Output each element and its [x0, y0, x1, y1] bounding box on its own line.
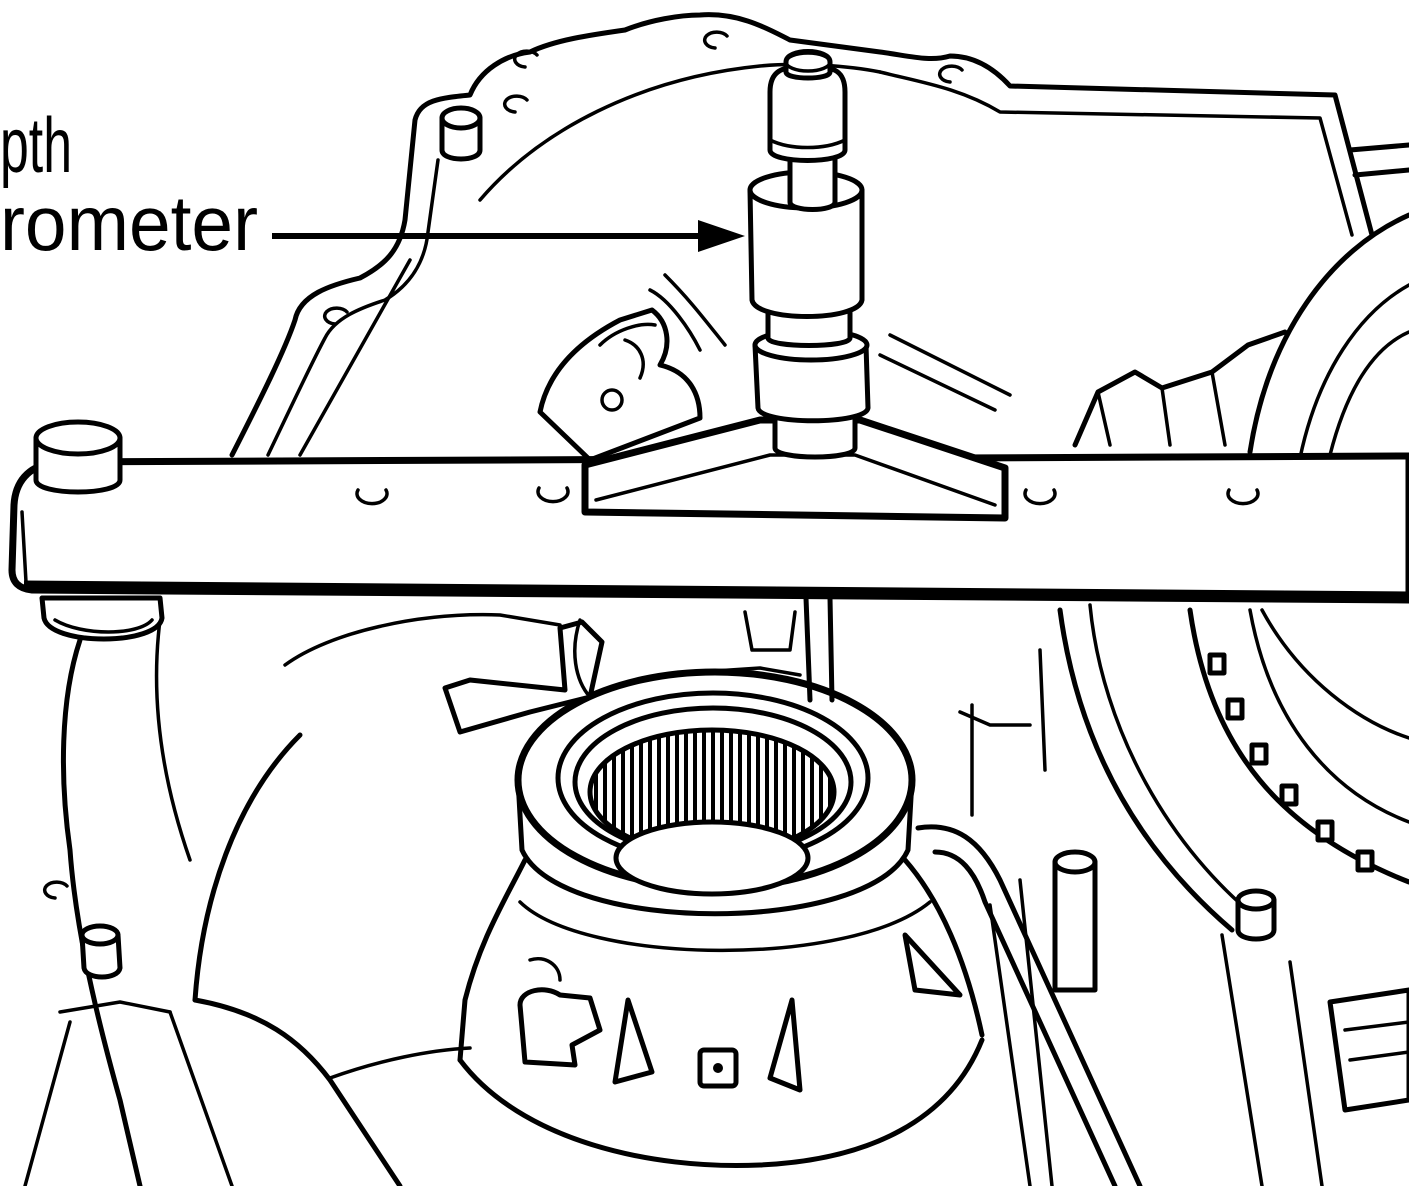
bar-hole	[536, 486, 570, 504]
label-line-2: rometer	[0, 179, 258, 267]
gear-teeth	[1207, 652, 1375, 873]
case-bolt-holes	[322, 30, 964, 326]
bearing-needles	[590, 730, 834, 854]
case-hole	[512, 49, 539, 69]
depth-micrometer	[747, 49, 871, 460]
case-hole	[42, 880, 69, 900]
housing-bolt	[697, 1047, 739, 1089]
needle-bearing	[514, 668, 916, 917]
case-hole	[322, 306, 349, 326]
case-lower-right	[958, 603, 1409, 1186]
micrometer-thimble	[767, 63, 848, 163]
case-lower-left	[23, 612, 562, 1186]
bar-hole	[1226, 488, 1260, 506]
shift-lever-assembly	[537, 273, 727, 463]
shaft-bore	[613, 819, 811, 897]
micrometer-sleeve	[752, 342, 871, 424]
housing-rib	[767, 997, 803, 1093]
lever-hole	[600, 388, 624, 412]
case-dowel-pin	[1235, 888, 1277, 942]
housing-lug	[517, 987, 603, 1068]
bar-locating-knob	[33, 419, 123, 495]
bar-hole	[1023, 488, 1057, 506]
tube-lines	[915, 824, 1143, 1186]
straightedge-bar	[8, 452, 1409, 604]
callout-arrowhead	[698, 220, 745, 252]
lower-lever	[442, 595, 835, 735]
label-line-1: pth	[0, 101, 72, 189]
differential-housing	[457, 857, 985, 1168]
callout-label: pth rometer	[0, 101, 745, 267]
housing-rib	[612, 997, 655, 1085]
housing-rib	[902, 932, 963, 998]
case-interior-details	[878, 212, 1409, 460]
case-hole	[502, 94, 529, 114]
micrometer-barrel	[747, 187, 865, 319]
case-dowel-pin	[439, 105, 483, 162]
case-dowel-pin	[79, 923, 123, 980]
micrometer-rod	[787, 147, 838, 212]
bar-foot	[39, 595, 165, 642]
case-hole	[937, 64, 964, 84]
valve-body-post	[1052, 849, 1098, 993]
bar-hole	[355, 488, 389, 506]
case-hole	[702, 30, 729, 50]
